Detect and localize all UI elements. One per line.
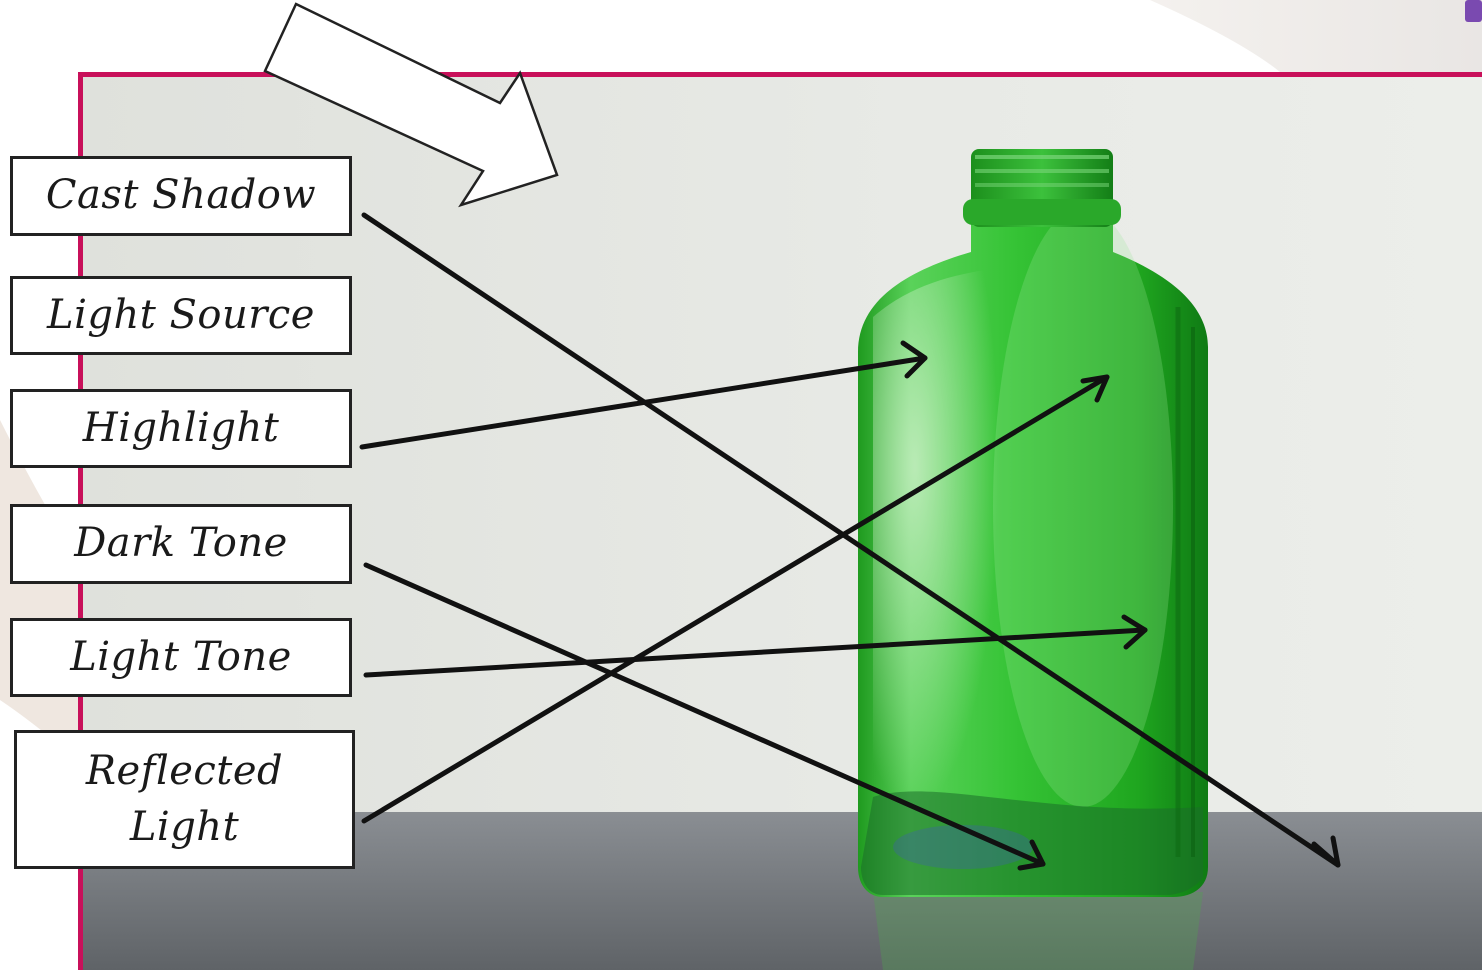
label-dark-tone: Dark Tone [10,504,352,584]
label-light-source: Light Source [10,276,352,355]
label-highlight: Highlight [10,389,352,468]
label-light-tone: Light Tone [10,618,352,697]
label-reflected-light: Reflected Light [14,730,355,869]
label-cast-shadow: Cast Shadow [10,156,352,236]
